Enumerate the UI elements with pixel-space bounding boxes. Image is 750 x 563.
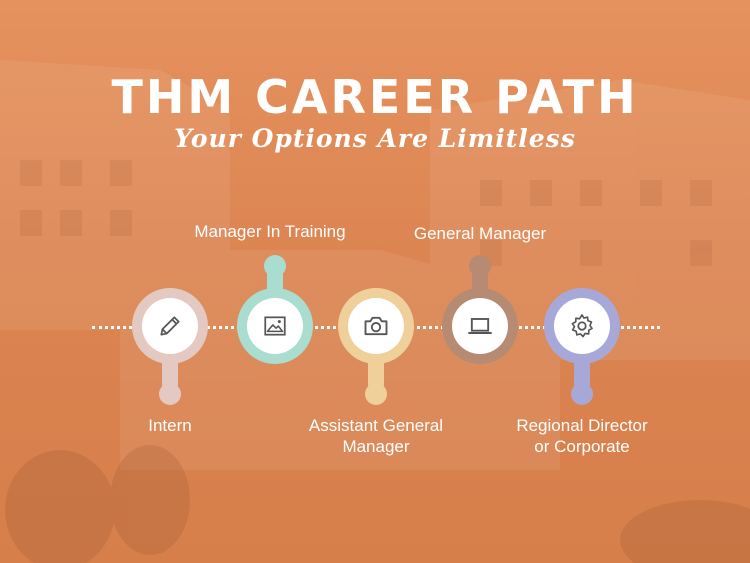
step-icon-circle [142, 298, 198, 354]
career-step-general-manager [440, 252, 520, 407]
camera-icon [364, 316, 388, 336]
page-subtitle: Your Options Are Limitless [174, 124, 576, 153]
career-step-regional-director [542, 288, 622, 443]
step-label-regional-director-line1: Regional Director [516, 416, 648, 435]
step-icon-circle [452, 298, 508, 354]
step-label-regional-director-line2: or Corporate [534, 437, 630, 456]
page-title: THM CAREER PATH [111, 70, 639, 124]
step-label-general-manager: General Manager [413, 224, 547, 243]
step-label-intern: Intern [148, 416, 192, 435]
step-icon-circle [348, 298, 404, 354]
career-step-manager-in-training [235, 252, 315, 407]
step-label-assistant-general-manager-line2: Manager [342, 437, 410, 456]
step-icon-circle [554, 298, 610, 354]
image-icon [264, 316, 286, 336]
step-label-assistant-general-manager-line1: Assistant General [308, 416, 444, 435]
pencil-icon [160, 316, 180, 336]
laptop-icon [468, 318, 492, 335]
step-label-manager-in-training: Manager In Training [194, 222, 346, 241]
career-step-intern [130, 288, 210, 443]
career-step-assistant-general-manager [336, 288, 416, 443]
gear-icon [571, 314, 593, 338]
step-icon-circle [247, 298, 303, 354]
